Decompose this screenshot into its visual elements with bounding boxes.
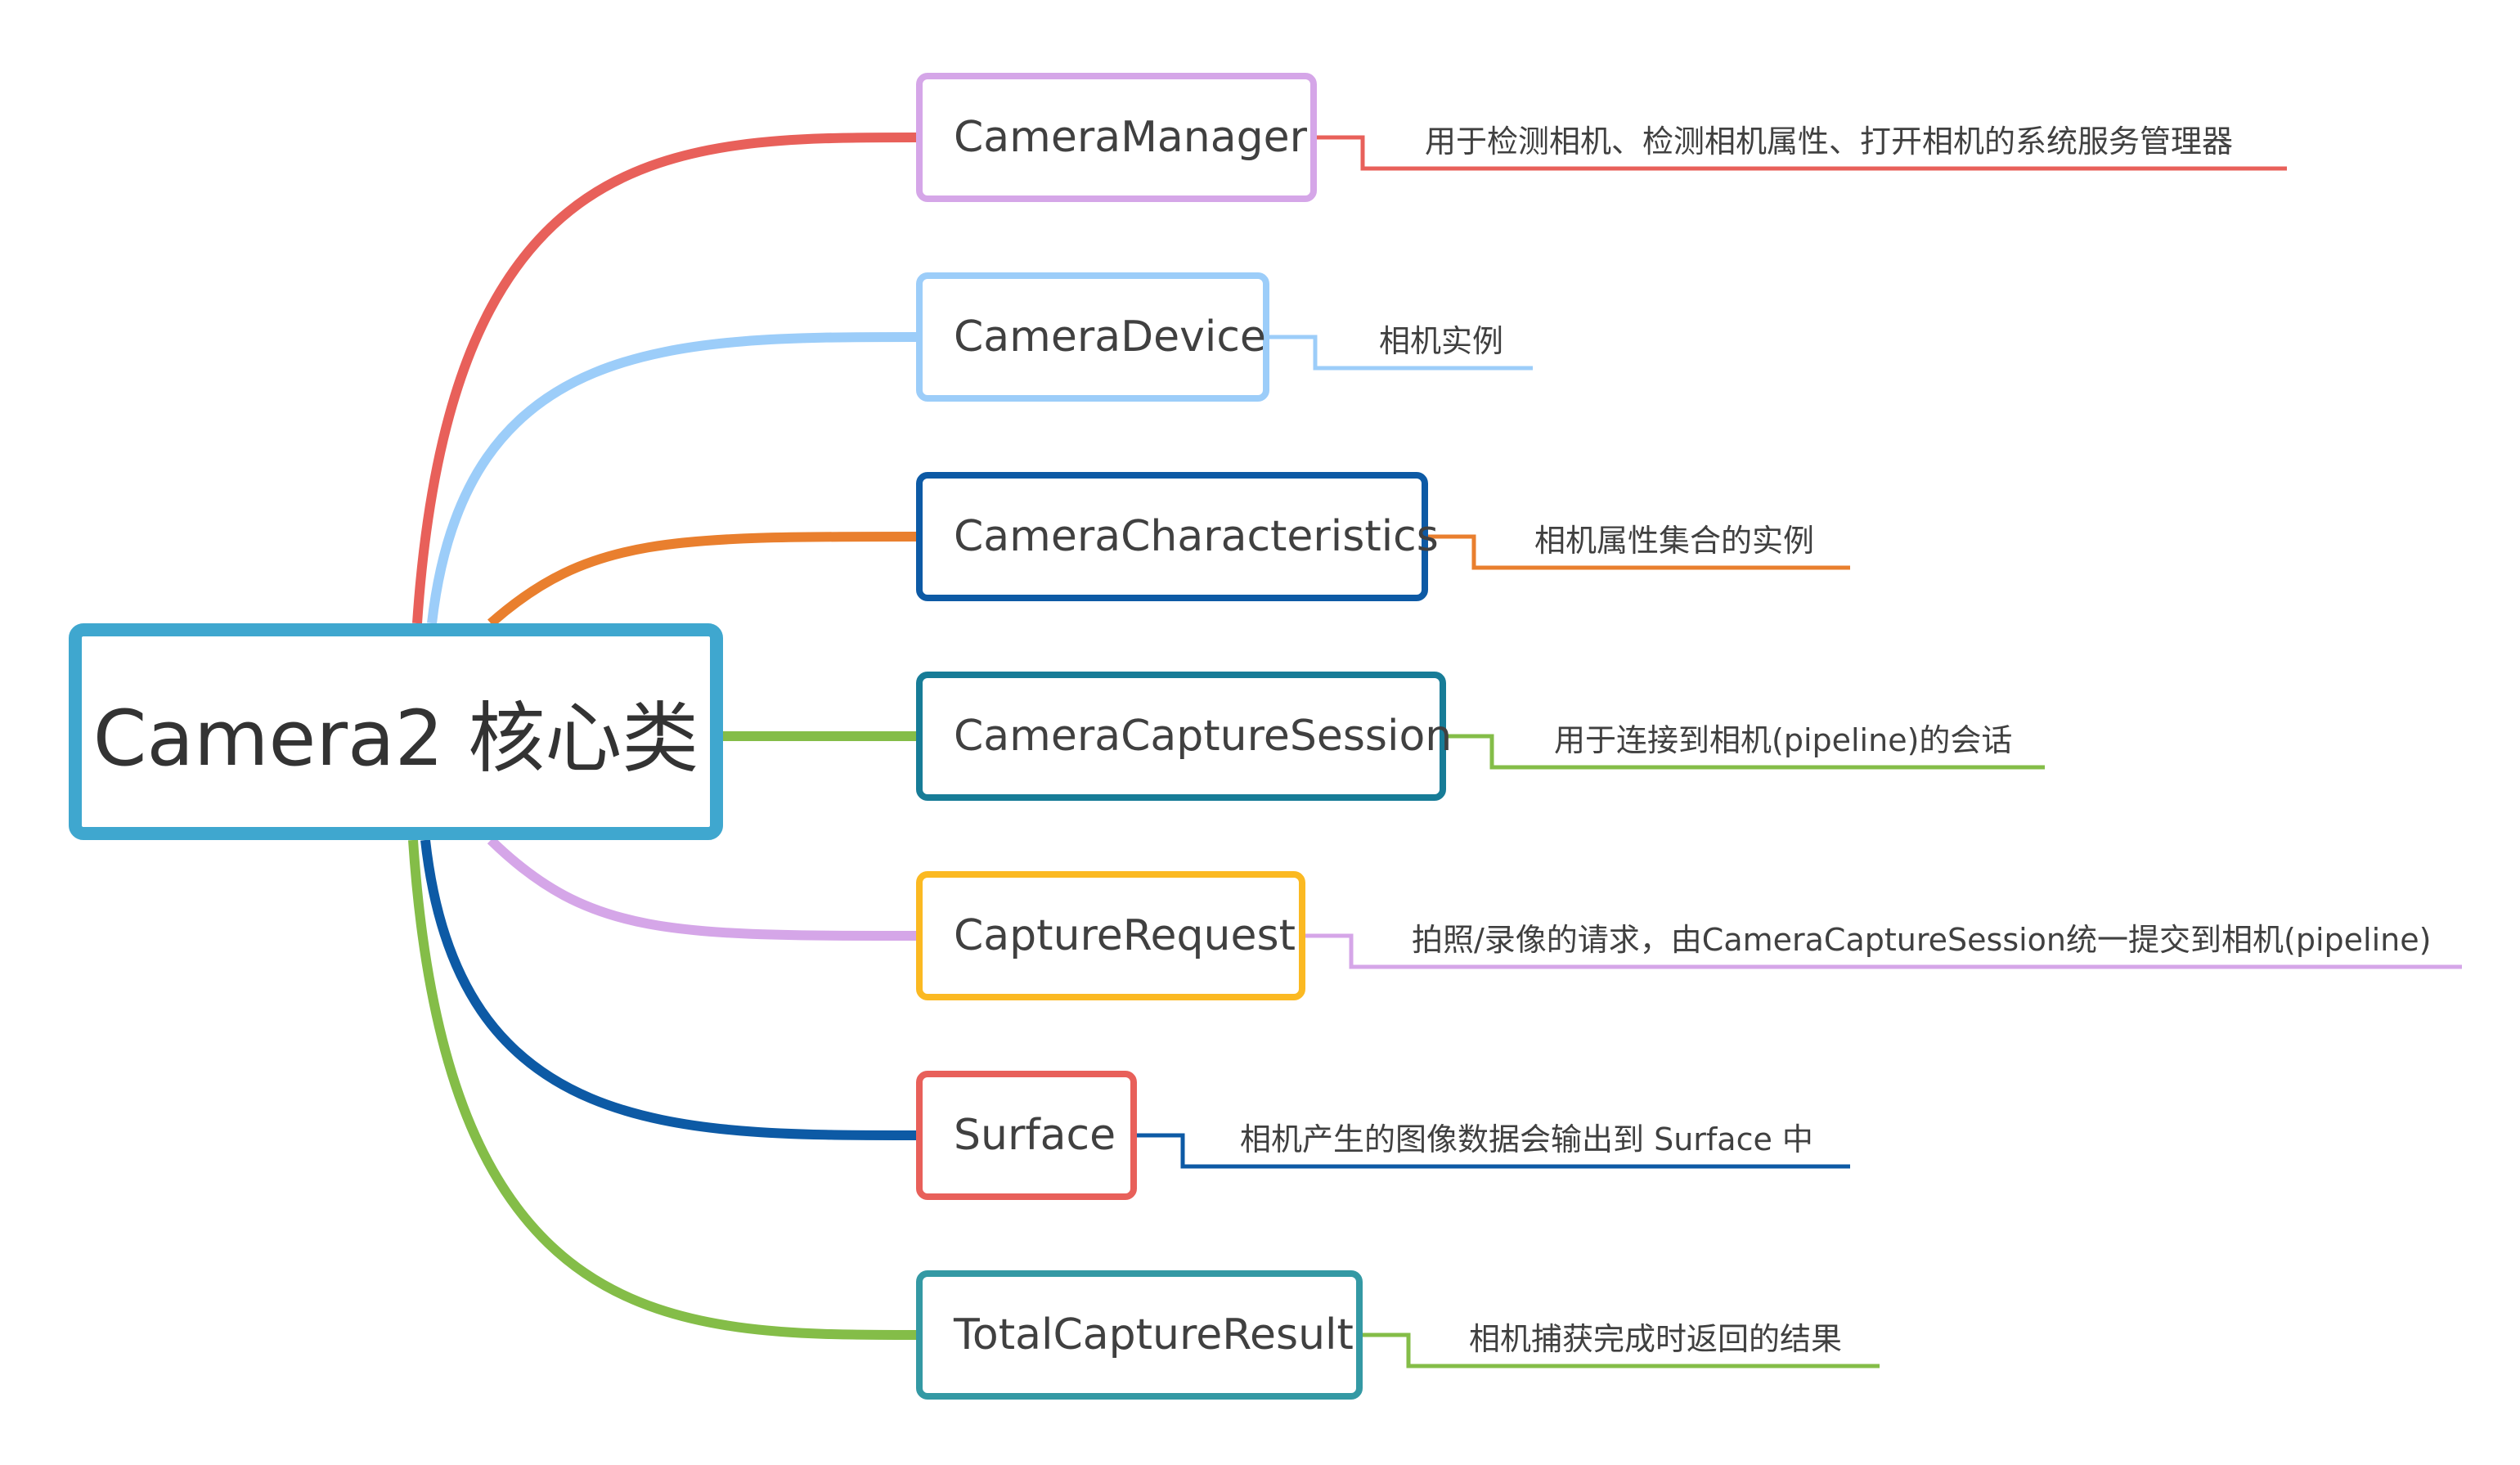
branch-line-camera-characteristics [487, 532, 917, 627]
topic-camera-characteristics[interactable]: CameraCharacteristics [916, 472, 1439, 601]
subtopic-camera-device-description[interactable]: 相机实例 [1379, 323, 1504, 359]
subtopic-total-capture-result-description[interactable]: 相机捕获完成时返回的结果 [1469, 1321, 1843, 1357]
branch-line-total-capture-result [408, 839, 917, 1340]
branch-line-capture-request [487, 836, 917, 941]
subtopic-connector-surface [1137, 1133, 1850, 1169]
topic-surface[interactable]: Surface [916, 1071, 1137, 1200]
root-topic[interactable]: Camera2 核心类 [69, 623, 723, 840]
subtopic-connector-camera-capture-session [1446, 734, 2045, 770]
subtopic-camera-capture-session-description[interactable]: 用于连接到相机(pipeline)的会话 [1554, 722, 2013, 758]
subtopic-surface-description[interactable]: 相机产生的图像数据会输出到 Surface 中 [1240, 1121, 1813, 1157]
subtopic-connector-camera-manager [1317, 135, 2287, 171]
subtopic-connector-camera-device [1269, 335, 1533, 371]
topic-total-capture-result[interactable]: TotalCaptureResult [916, 1270, 1363, 1400]
branch-line-camera-device [427, 332, 917, 624]
topic-camera-capture-session[interactable]: CameraCaptureSession [916, 672, 1452, 801]
topic-camera-device[interactable]: CameraDevice [916, 272, 1269, 402]
topic-capture-request[interactable]: CaptureRequest [916, 871, 1305, 1000]
subtopic-camera-manager-description[interactable]: 用于检测相机、检测相机属性、打开相机的系统服务管理器 [1425, 124, 2234, 160]
subtopic-camera-characteristics-description[interactable]: 相机属性集合的实例 [1534, 523, 1815, 559]
subtopic-capture-request-description[interactable]: 拍照/录像的请求，由CameraCaptureSession统一提交到相机(pi… [1412, 922, 2432, 958]
subtopic-connector-capture-request [1305, 933, 2462, 969]
subtopic-connector-camera-characteristics [1428, 534, 1850, 570]
branch-line-surface [420, 839, 917, 1140]
topic-camera-manager[interactable]: CameraManager [916, 73, 1317, 202]
branch-line-camera-manager [412, 133, 917, 624]
subtopic-connector-total-capture-result [1363, 1332, 1880, 1368]
